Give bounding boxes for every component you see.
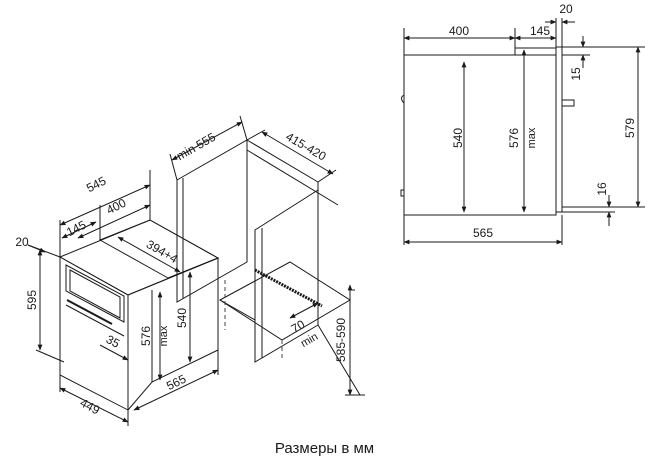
caption: Размеры в мм: [274, 440, 375, 457]
side-dim-20: 20: [559, 2, 573, 16]
iso-cabinet: [169, 115, 361, 396]
oven-control-panel: [65, 264, 125, 323]
iso-dim-595: 595: [25, 290, 39, 310]
side-top-step: [514, 47, 556, 55]
iso-dim-min555: min 555: [174, 130, 218, 164]
iso-dim-400: 400: [104, 196, 128, 218]
side-dim-145: 145: [530, 24, 550, 38]
side-view: [400, 18, 645, 245]
side-dim-576: 576: [507, 128, 521, 148]
iso-dim-min: min: [299, 331, 320, 350]
side-rear-bump: [401, 94, 405, 104]
iso-dim-max: max: [158, 325, 170, 346]
cabinet-floor: [219, 261, 351, 341]
iso-dim-35: 35: [104, 332, 123, 351]
iso-dim-20: 20: [15, 235, 29, 249]
side-knob: [561, 99, 575, 107]
cabinet-left-panel: [176, 139, 248, 303]
iso-dim-70: 70: [289, 317, 308, 336]
side-rear-foot: [400, 189, 404, 197]
side-dim-15: 15: [569, 67, 583, 81]
oven-handle: [66, 299, 113, 325]
iso-dim-145: 145: [64, 218, 88, 240]
side-dim-16: 16: [595, 182, 609, 196]
cabinet-hidden-edges: [224, 280, 283, 360]
iso-dim-540: 540: [175, 308, 189, 328]
iso-dim-576: 576: [139, 326, 153, 346]
side-dim-400: 400: [449, 24, 469, 38]
iso-dim-585-590: 585-590: [334, 318, 348, 362]
side-dim-579: 579: [623, 118, 637, 138]
side-dim-540: 540: [451, 128, 465, 148]
cabinet-vent-slot: [254, 268, 323, 308]
side-dim-max: max: [526, 127, 538, 148]
side-dim-565: 565: [473, 226, 493, 240]
iso-dim-545: 545: [84, 174, 108, 196]
side-front-panel: [555, 46, 563, 213]
